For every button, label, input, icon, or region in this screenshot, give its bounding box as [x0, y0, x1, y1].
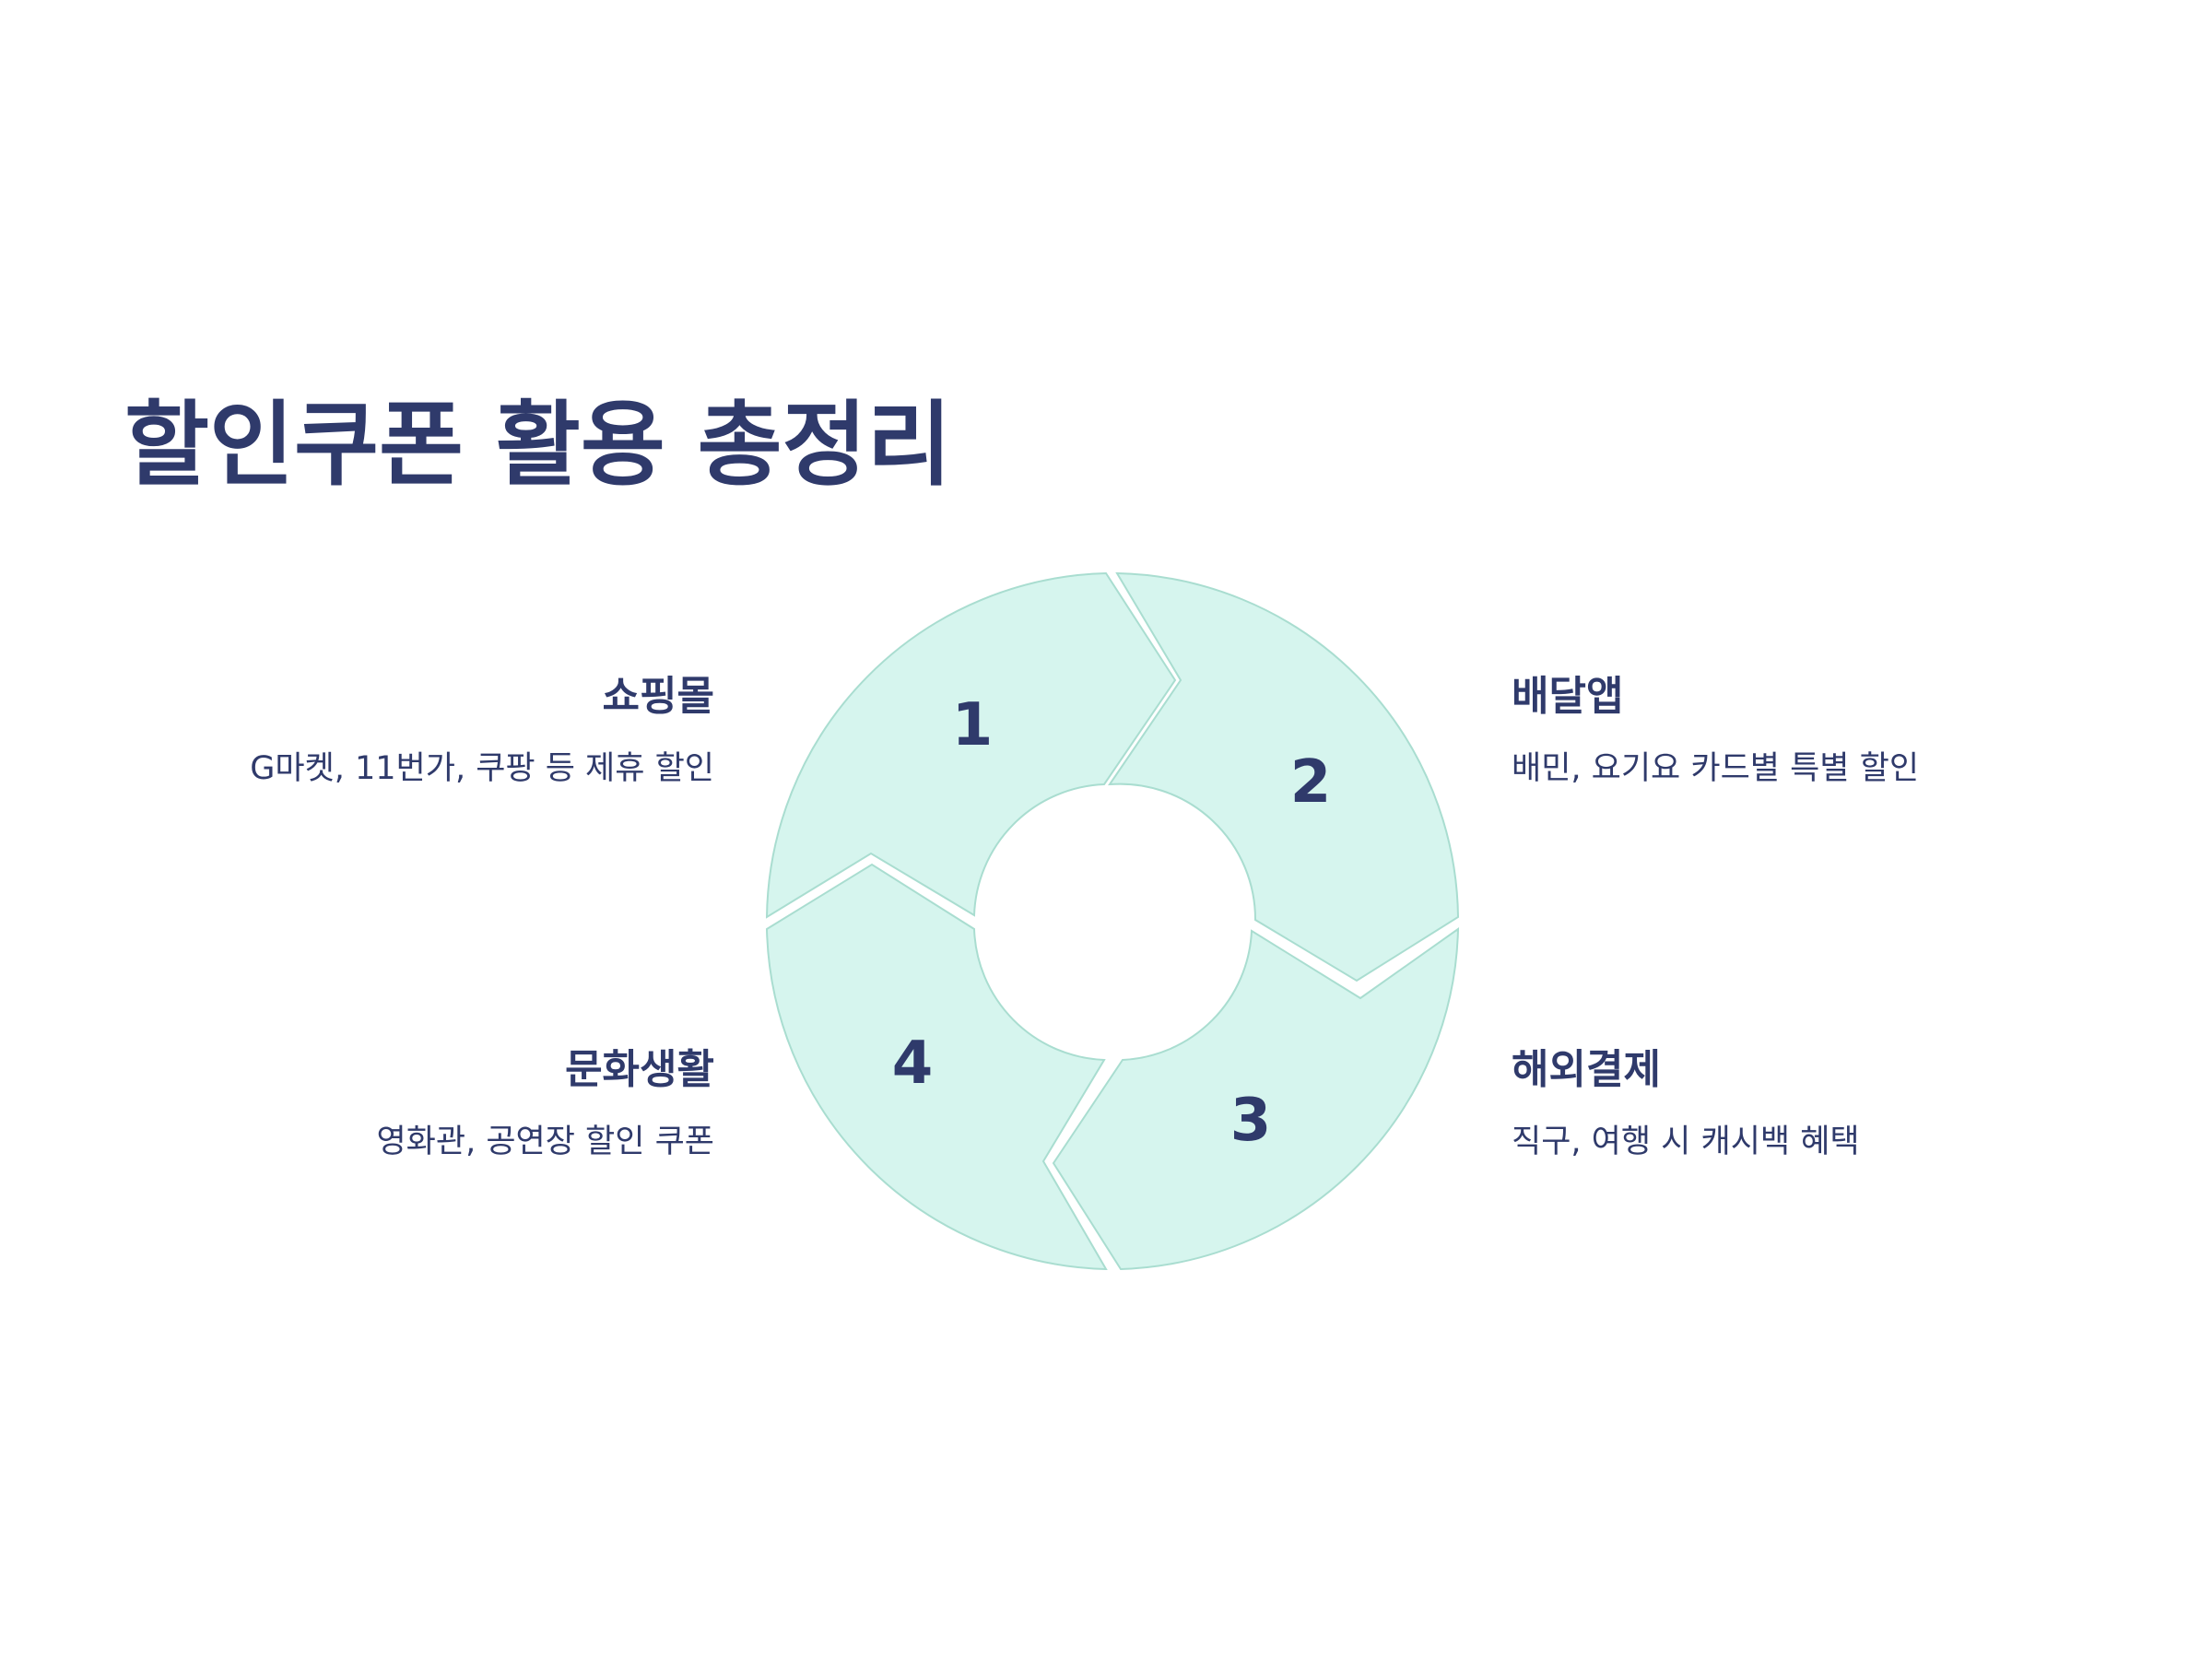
item-overseas-payment: 해외결제 직구, 여행 시 캐시백 혜택 [1512, 1046, 2028, 1161]
segment-2-number: 2 [1290, 748, 1332, 817]
item-heading: 해외결제 [1512, 1046, 1661, 1093]
item-description: 직구, 여행 시 캐시백 혜택 [1512, 1123, 1860, 1160]
item-shopping: 쇼핑몰 G마켓, 11번가, 쿠팡 등 제휴 할인 [198, 673, 714, 788]
item-heading: 배달앱 [1512, 673, 1624, 720]
segment-4 [765, 863, 1108, 1271]
page-title: 할인쿠폰 활용 총정리 [124, 391, 952, 499]
segment-1-number: 1 [952, 691, 994, 759]
segment-1 [765, 571, 1177, 919]
item-delivery: 배달앱 배민, 요기요 카드별 특별 할인 [1512, 673, 2028, 788]
segment-2 [1108, 571, 1460, 982]
item-heading: 쇼핑몰 [602, 673, 714, 720]
item-description: G마켓, 11번가, 쿠팡 등 제휴 할인 [250, 749, 714, 787]
item-heading: 문화생활 [565, 1046, 714, 1093]
item-description: 영화관, 공연장 할인 쿠폰 [376, 1123, 714, 1160]
segment-4-number: 4 [892, 1030, 934, 1098]
segment-3 [1052, 927, 1460, 1271]
item-description: 배민, 요기요 카드별 특별 할인 [1512, 749, 1920, 787]
item-culture: 문화생활 영화관, 공연장 할인 쿠폰 [198, 1046, 714, 1161]
segment-3-number: 3 [1230, 1087, 1272, 1155]
